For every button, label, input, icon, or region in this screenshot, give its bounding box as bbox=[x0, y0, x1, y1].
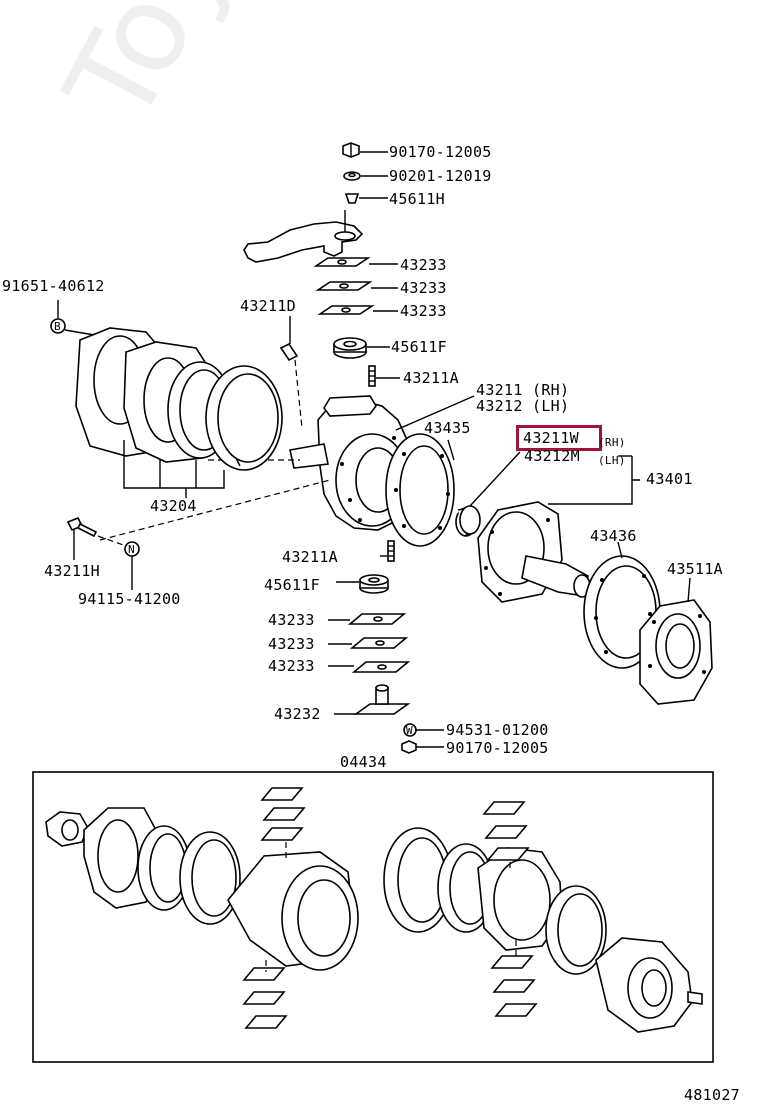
washer-top bbox=[343, 171, 361, 181]
label-43401[interactable]: 43401 bbox=[646, 470, 693, 488]
label-43211A-bottom[interactable]: 43211A bbox=[282, 548, 338, 566]
kit-left-shims bbox=[242, 787, 306, 1029]
label-91651-40612[interactable]: 91651-40612 bbox=[2, 277, 105, 295]
shim-top-3 bbox=[317, 305, 375, 315]
label-94531-01200[interactable]: 94531-01200 bbox=[446, 721, 549, 739]
label-45611H[interactable]: 45611H bbox=[389, 190, 445, 208]
figure-number: 481027 bbox=[684, 1086, 740, 1104]
nut-bottom bbox=[401, 740, 417, 754]
label-43211W[interactable]: 43211W bbox=[523, 429, 579, 447]
shim-top-1 bbox=[313, 257, 371, 267]
shim-bot-1 bbox=[347, 613, 407, 625]
marker-w: W bbox=[406, 724, 413, 737]
label-43436[interactable]: 43436 bbox=[590, 527, 637, 545]
gasket-43435 bbox=[385, 433, 455, 547]
label-43233-b[interactable]: 43233 bbox=[400, 279, 447, 297]
label-43211W-side: (RH) bbox=[598, 436, 626, 449]
bolt-91651 bbox=[50, 318, 66, 334]
kit-left-group bbox=[45, 807, 359, 971]
spindle-43401 bbox=[477, 501, 591, 603]
label-45611F-bottom[interactable]: 45611F bbox=[264, 576, 320, 594]
label-43211H[interactable]: 43211H bbox=[44, 562, 100, 580]
stud-bottom bbox=[387, 540, 395, 562]
label-43233-c[interactable]: 43233 bbox=[400, 302, 447, 320]
kit-box-04434 bbox=[32, 771, 714, 1063]
steering-arm bbox=[243, 210, 364, 263]
label-43232[interactable]: 43232 bbox=[274, 705, 321, 723]
label-90201-12019[interactable]: 90201-12019 bbox=[389, 167, 492, 185]
label-04434[interactable]: 04434 bbox=[340, 753, 387, 771]
marker-b: B bbox=[54, 320, 61, 333]
seal-ring-2 bbox=[205, 365, 283, 471]
label-43204[interactable]: 43204 bbox=[150, 497, 197, 515]
label-43211-rh[interactable]: 43211 (RH) bbox=[476, 381, 570, 399]
label-43211D[interactable]: 43211D bbox=[240, 297, 296, 315]
label-43233-e[interactable]: 43233 bbox=[268, 635, 315, 653]
kit-right-shims bbox=[482, 801, 538, 1017]
bearing-top bbox=[333, 337, 367, 359]
label-43233-a[interactable]: 43233 bbox=[400, 256, 447, 274]
bushing-43211W bbox=[455, 505, 481, 537]
bearing-bottom bbox=[359, 574, 389, 594]
kit-right-group bbox=[383, 827, 703, 1033]
cone-washer-top bbox=[344, 193, 360, 204]
label-43212-lh[interactable]: 43212 (LH) bbox=[476, 397, 570, 415]
nut-top bbox=[342, 142, 360, 158]
stud-top bbox=[368, 365, 376, 387]
selected-part-highlight bbox=[516, 425, 602, 451]
bearing-cap-43232 bbox=[353, 684, 411, 715]
label-43212M[interactable]: 43212M bbox=[524, 447, 580, 465]
label-43211A-top[interactable]: 43211A bbox=[403, 369, 459, 387]
label-43233-d[interactable]: 43233 bbox=[268, 611, 315, 629]
marker-n: N bbox=[128, 543, 135, 556]
shim-bot-2 bbox=[349, 637, 409, 649]
shim-top-2 bbox=[315, 281, 373, 291]
cover-43511A bbox=[639, 599, 713, 705]
label-43212M-side: (LH) bbox=[598, 454, 626, 467]
label-45611F-top[interactable]: 45611F bbox=[391, 338, 447, 356]
label-43233-f[interactable]: 43233 bbox=[268, 657, 315, 675]
label-43511A[interactable]: 43511A bbox=[667, 560, 723, 578]
bolt-43211H bbox=[66, 516, 98, 538]
shim-bot-3 bbox=[351, 661, 411, 673]
label-90170-12005-bottom[interactable]: 90170-12005 bbox=[446, 739, 549, 757]
label-94115-41200[interactable]: 94115-41200 bbox=[78, 590, 181, 608]
label-43435[interactable]: 43435 bbox=[424, 419, 471, 437]
stud-43211D bbox=[279, 342, 299, 362]
label-90170-12005-top[interactable]: 90170-12005 bbox=[389, 143, 492, 161]
